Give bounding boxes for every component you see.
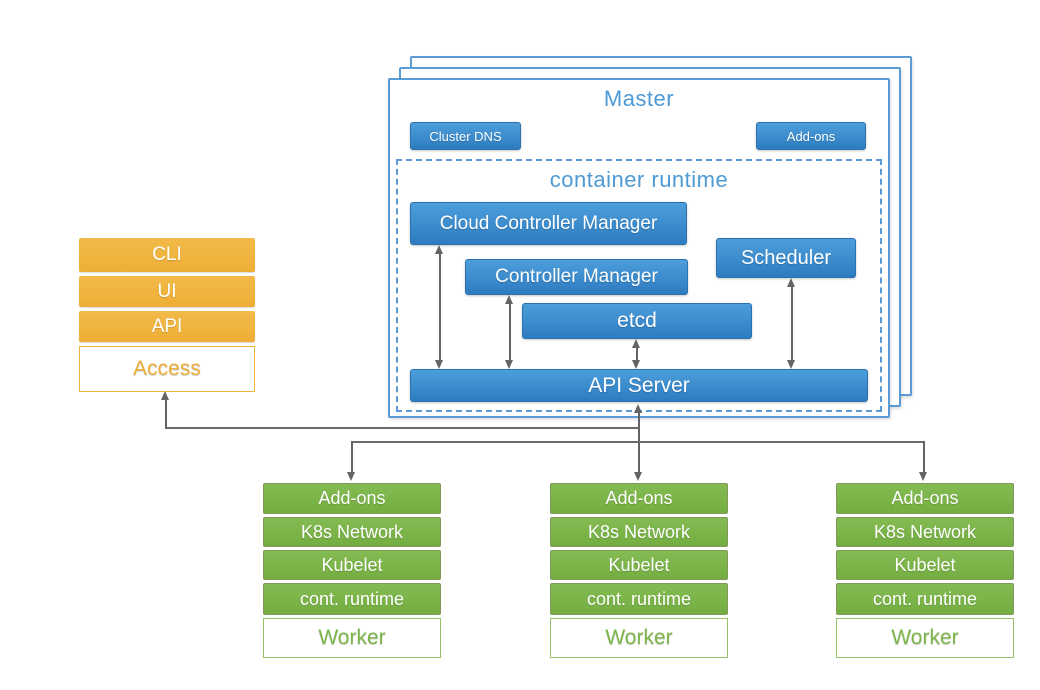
- worker2-kubelet-box: Kubelet: [550, 550, 728, 580]
- worker3-k8s-network-box: K8s Network: [836, 517, 1014, 547]
- container-runtime-title: container runtime: [549, 167, 729, 192]
- worker2-cont-runtime-box: cont. runtime: [550, 583, 728, 615]
- worker2-k8s-network-box: K8s Network: [550, 517, 728, 547]
- worker3-addons-box: Add-ons: [836, 483, 1014, 514]
- worker1-kubelet-box: Kubelet: [263, 550, 441, 580]
- worker3-kubelet-box: Kubelet: [836, 550, 1014, 580]
- worker-node-1: Add-ons K8s Network Kubelet cont. runtim…: [263, 483, 441, 658]
- ui-box: UI: [79, 276, 255, 307]
- master-addons-box: Add-ons: [756, 122, 866, 150]
- arrow-apiserver-access-icon: [161, 391, 170, 429]
- connector-access-horizontal: [166, 427, 638, 429]
- arrow-controller-manager-apiserver-icon: [505, 295, 514, 369]
- arrow-apiserver-worker3-icon: [919, 441, 928, 481]
- access-stack: CLI UI API Access: [79, 238, 255, 392]
- controller-manager-box: Controller Manager: [465, 259, 688, 295]
- worker1-k8s-network-box: K8s Network: [263, 517, 441, 547]
- api-box: API: [79, 311, 255, 342]
- worker2-label-box: Worker: [550, 618, 728, 658]
- worker-node-3: Add-ons K8s Network Kubelet cont. runtim…: [836, 483, 1014, 658]
- access-label-box: Access: [79, 346, 255, 392]
- master-title: Master: [603, 86, 675, 111]
- worker1-label-box: Worker: [263, 618, 441, 658]
- worker1-addons-box: Add-ons: [263, 483, 441, 514]
- arrow-scheduler-apiserver-icon: [787, 278, 796, 369]
- cli-box: CLI: [79, 238, 255, 272]
- worker3-label-box: Worker: [836, 618, 1014, 658]
- arrow-apiserver-worker1-icon: [347, 441, 356, 481]
- worker2-addons-box: Add-ons: [550, 483, 728, 514]
- worker-node-2: Add-ons K8s Network Kubelet cont. runtim…: [550, 483, 728, 658]
- worker3-cont-runtime-box: cont. runtime: [836, 583, 1014, 615]
- worker1-cont-runtime-box: cont. runtime: [263, 583, 441, 615]
- scheduler-box: Scheduler: [716, 238, 856, 278]
- arrow-etcd-apiserver-icon: [632, 339, 641, 369]
- cloud-controller-manager-box: Cloud Controller Manager: [410, 202, 687, 245]
- connector-workers-horizontal: [352, 441, 924, 443]
- api-server-box: API Server: [410, 369, 868, 402]
- cluster-dns-box: Cluster DNS: [410, 122, 521, 150]
- arrow-ccm-apiserver-icon: [435, 245, 444, 369]
- etcd-box: etcd: [522, 303, 752, 339]
